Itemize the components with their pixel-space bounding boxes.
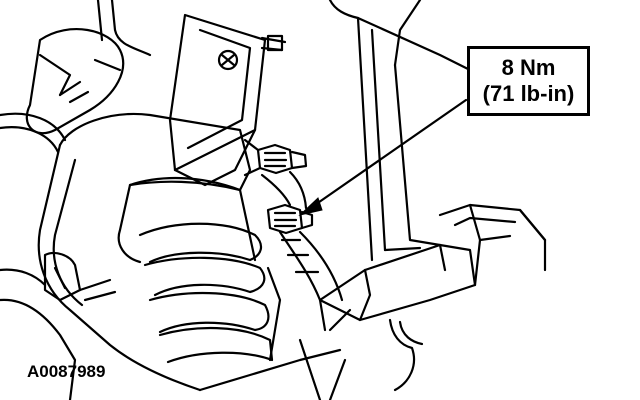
figure-id-label: A0087989 bbox=[27, 362, 106, 381]
upper-left-hose bbox=[0, 29, 123, 152]
lower-left-mount bbox=[0, 253, 115, 400]
left-edge-panel bbox=[98, 0, 150, 55]
callout-leader bbox=[312, 100, 466, 207]
torque-lbin-label: (71 lb-in) bbox=[482, 81, 575, 106]
torque-callout: 8 Nm (71 lb-in) bbox=[467, 46, 590, 116]
torque-nm-label: 8 Nm bbox=[501, 55, 556, 80]
upper-sensor bbox=[245, 140, 306, 175]
housing-body bbox=[39, 114, 272, 390]
housing-base bbox=[200, 268, 345, 400]
callout-arrowhead bbox=[300, 198, 322, 215]
right-bracket bbox=[440, 205, 545, 285]
lower-sensor bbox=[268, 205, 312, 233]
lower-right-module bbox=[320, 245, 475, 390]
right-panel bbox=[330, 0, 470, 260]
